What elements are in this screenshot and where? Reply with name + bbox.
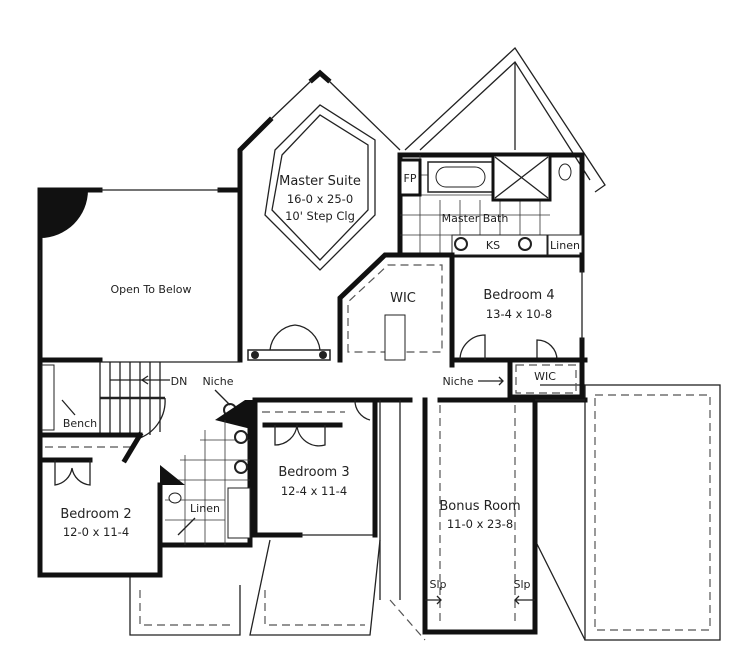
niche-left-label: Niche <box>202 375 233 388</box>
room-labels: Master Suite 16-0 x 25-0 10' Step Clg FP… <box>60 172 580 591</box>
open-to-below-label: Open To Below <box>110 283 191 296</box>
master-wic-area <box>337 252 453 363</box>
bedroom-2-size: 12-0 x 11-4 <box>63 525 129 539</box>
open-to-below-area <box>37 187 243 363</box>
niche-arrow-icon <box>478 376 504 386</box>
bedroom-3-area <box>252 397 378 538</box>
bedroom-3-size: 12-4 x 11-4 <box>281 484 347 498</box>
bedroom-4-area <box>449 252 588 403</box>
hall-linen-label: Linen <box>190 502 220 515</box>
bedroom-2-label: Bedroom 2 <box>60 507 131 522</box>
stairs-down-label: DN <box>171 375 188 388</box>
bonus-room-size: 11-0 x 23-8 <box>447 517 513 531</box>
niche-right-label: Niche <box>442 375 473 388</box>
master-suite-ceiling: 10' Step Clg <box>285 209 355 223</box>
bedroom-3-label: Bedroom 3 <box>278 465 349 480</box>
hall-bath-area <box>157 420 253 548</box>
master-suite-size: 16-0 x 25-0 <box>287 192 353 206</box>
fireplace-label: FP <box>404 172 417 185</box>
master-bath-area <box>397 152 585 258</box>
niche-arrow-icon <box>214 389 231 406</box>
bonus-room-label: Bonus Room <box>439 499 520 514</box>
bedroom-4-label: Bedroom 4 <box>483 288 554 303</box>
bonus-room-area <box>379 397 585 635</box>
corner-fireplace-icon <box>40 190 88 238</box>
knee-space-label: KS <box>486 239 500 252</box>
bedroom-4-size: 13-4 x 10-8 <box>486 307 552 321</box>
roof-outlines <box>129 47 721 641</box>
bedroom-2-area <box>37 431 163 578</box>
master-suite-area <box>237 69 401 363</box>
linen-arrow-icon <box>177 517 196 536</box>
master-bath-label: Master Bath <box>442 212 509 225</box>
master-linen-label: Linen <box>550 239 580 252</box>
bedroom-4-wic-label: WIC <box>534 370 556 383</box>
master-suite-label: Master Suite <box>279 174 361 189</box>
bench-label: Bench <box>63 417 97 430</box>
slope-right-label: Slp <box>513 578 530 591</box>
slope-left-label: Slp <box>429 578 446 591</box>
master-wic-label: WIC <box>390 291 416 306</box>
bench-arrow-icon <box>61 399 76 416</box>
